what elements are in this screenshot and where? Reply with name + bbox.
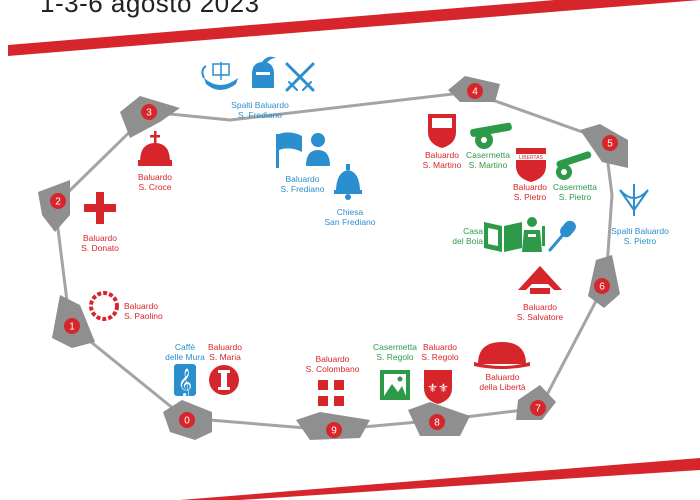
bastion-1-number: 1 (69, 322, 75, 333)
viking-ship-icon (201, 62, 238, 90)
bell-icon (334, 164, 362, 200)
flag-icon (276, 132, 302, 168)
bastion-9-badge[interactable]: 9 (326, 422, 342, 438)
open-book-icon (484, 222, 522, 252)
knight-helmet-icon (252, 56, 276, 88)
picture-icon (380, 370, 410, 400)
bastion-0-badge[interactable]: 0 (179, 412, 195, 428)
bastion-7-number: 7 (535, 404, 541, 415)
bastion-4-number: 4 (472, 87, 478, 98)
bastion-5-badge[interactable]: 5 (602, 135, 618, 151)
svg-text:⚜⚜: ⚜⚜ (427, 381, 449, 395)
bastion-5-number: 5 (607, 139, 613, 150)
bastion-8-number: 8 (434, 418, 440, 429)
bastion-4-badge[interactable]: 4 (467, 83, 483, 99)
martino-shield-icon (428, 114, 456, 148)
bastion-6-number: 6 (599, 282, 605, 293)
cannon-icon (556, 151, 592, 180)
bastion-3-badge[interactable]: 3 (141, 104, 157, 120)
bastion-2-badge[interactable]: 2 (50, 193, 66, 209)
roof-icon (518, 266, 562, 294)
church-dome-icon (138, 131, 172, 166)
executioner-icon (522, 217, 545, 252)
microphone-icon (548, 220, 576, 252)
bastion-3-number: 3 (146, 108, 152, 119)
laurel-wreath-icon (89, 291, 119, 321)
bastion-6-badge[interactable]: 6 (594, 278, 610, 294)
cross-shield-icon (318, 380, 344, 406)
libertas-shield-icon: LIBERTAS (516, 148, 546, 182)
svg-text:𝄞: 𝄞 (178, 368, 192, 397)
crossbow-icon (619, 184, 649, 216)
libertas-text: LIBERTAS (519, 155, 543, 161)
bottom-red-stripe (180, 458, 700, 500)
person-icon (306, 133, 330, 166)
date-header: 1-3-6 agosto 2023 (40, 0, 260, 18)
music-note-icon: 𝄞 (174, 364, 196, 397)
bicorne-hat-icon (474, 342, 530, 369)
red-cross-icon (84, 192, 116, 224)
crossed-swords-icon (285, 62, 315, 92)
bastion-1-badge[interactable]: 1 (64, 318, 80, 334)
cannon-icon (470, 122, 512, 149)
top-red-stripe (8, 0, 700, 56)
bastion-9-number: 9 (331, 426, 337, 437)
info-icon (209, 365, 239, 395)
bastion-0-number: 0 (184, 416, 190, 427)
bastion-8-badge[interactable]: 8 (429, 414, 445, 430)
lily-shield-icon: ⚜⚜ (424, 370, 452, 404)
bastion-2-number: 2 (55, 197, 61, 208)
bastion-7-badge[interactable]: 7 (530, 400, 546, 416)
